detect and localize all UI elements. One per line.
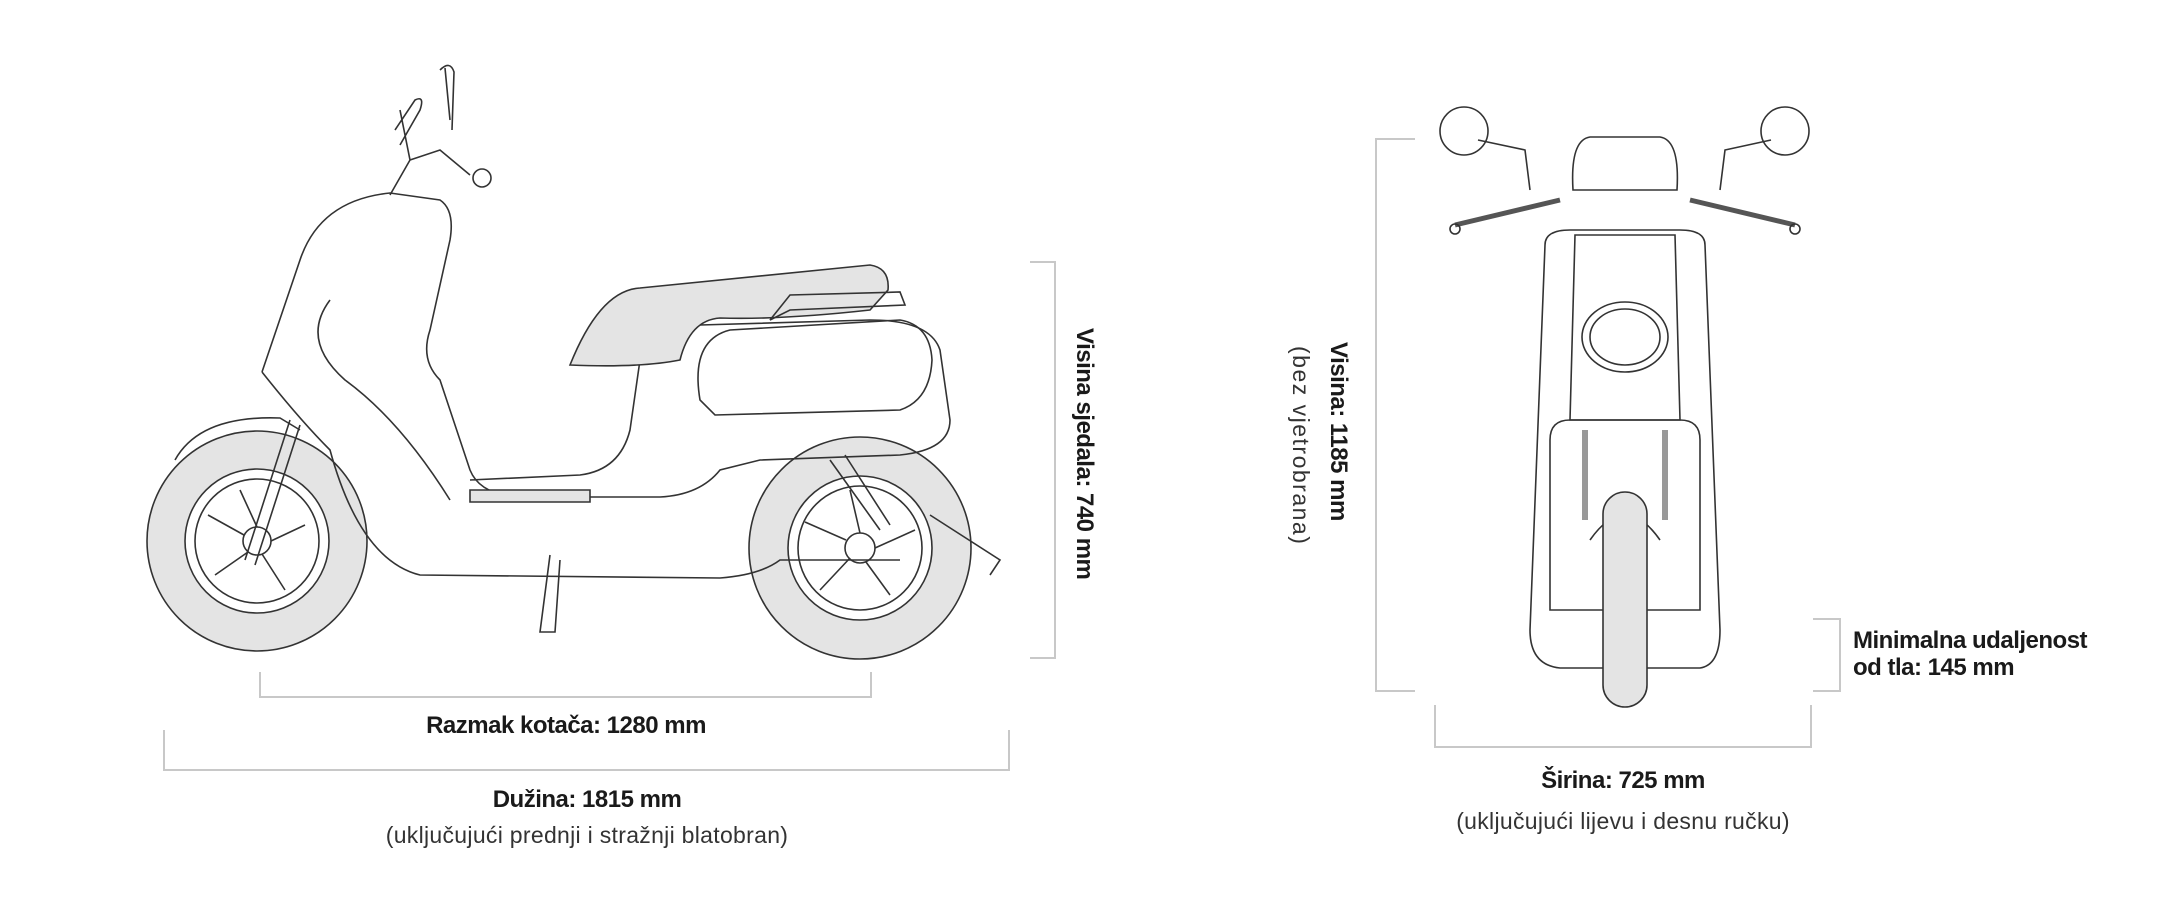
left-mirror [1439, 106, 1489, 156]
front-tire [1602, 491, 1648, 708]
floorboard [469, 489, 591, 503]
length-label: Dužina: 1815 mm [492, 786, 682, 813]
front-light [1581, 301, 1669, 373]
seat [568, 264, 889, 367]
length-note: (uključujući prednji i stražnji blatobra… [385, 822, 789, 848]
width-label: Širina: 725 mm [1541, 767, 1705, 794]
front-body [1529, 229, 1721, 669]
ground-clearance-bracket [1813, 618, 1841, 692]
ground-clearance-label-line2: od tla: 145 mm [1853, 654, 2015, 681]
length-bracket [163, 730, 1010, 771]
front-view-scooter [1439, 106, 1810, 708]
wheelbase-label: Razmak kotača: 1280 mm [426, 712, 706, 739]
headlight-cowl [1571, 136, 1679, 191]
seat-height-label: Visina sjedala: 740 mm [1071, 328, 1098, 580]
wheelbase-bracket [259, 672, 872, 698]
ground-clearance-label-line1: Minimalna udaljenost [1853, 627, 2088, 654]
width-bracket [1434, 705, 1812, 748]
dimension-brackets [163, 138, 1841, 771]
height-note: (bez vjetrobrana) [1288, 346, 1314, 546]
height-bracket [1375, 138, 1415, 692]
right-mirror [1760, 106, 1810, 156]
seat-height-bracket [1030, 261, 1056, 659]
height-label: Visina: 1185 mm [1325, 342, 1352, 521]
side-view-scooter [146, 64, 1002, 660]
width-note: (uključujući lijevu i desnu ručku) [1456, 808, 1790, 834]
